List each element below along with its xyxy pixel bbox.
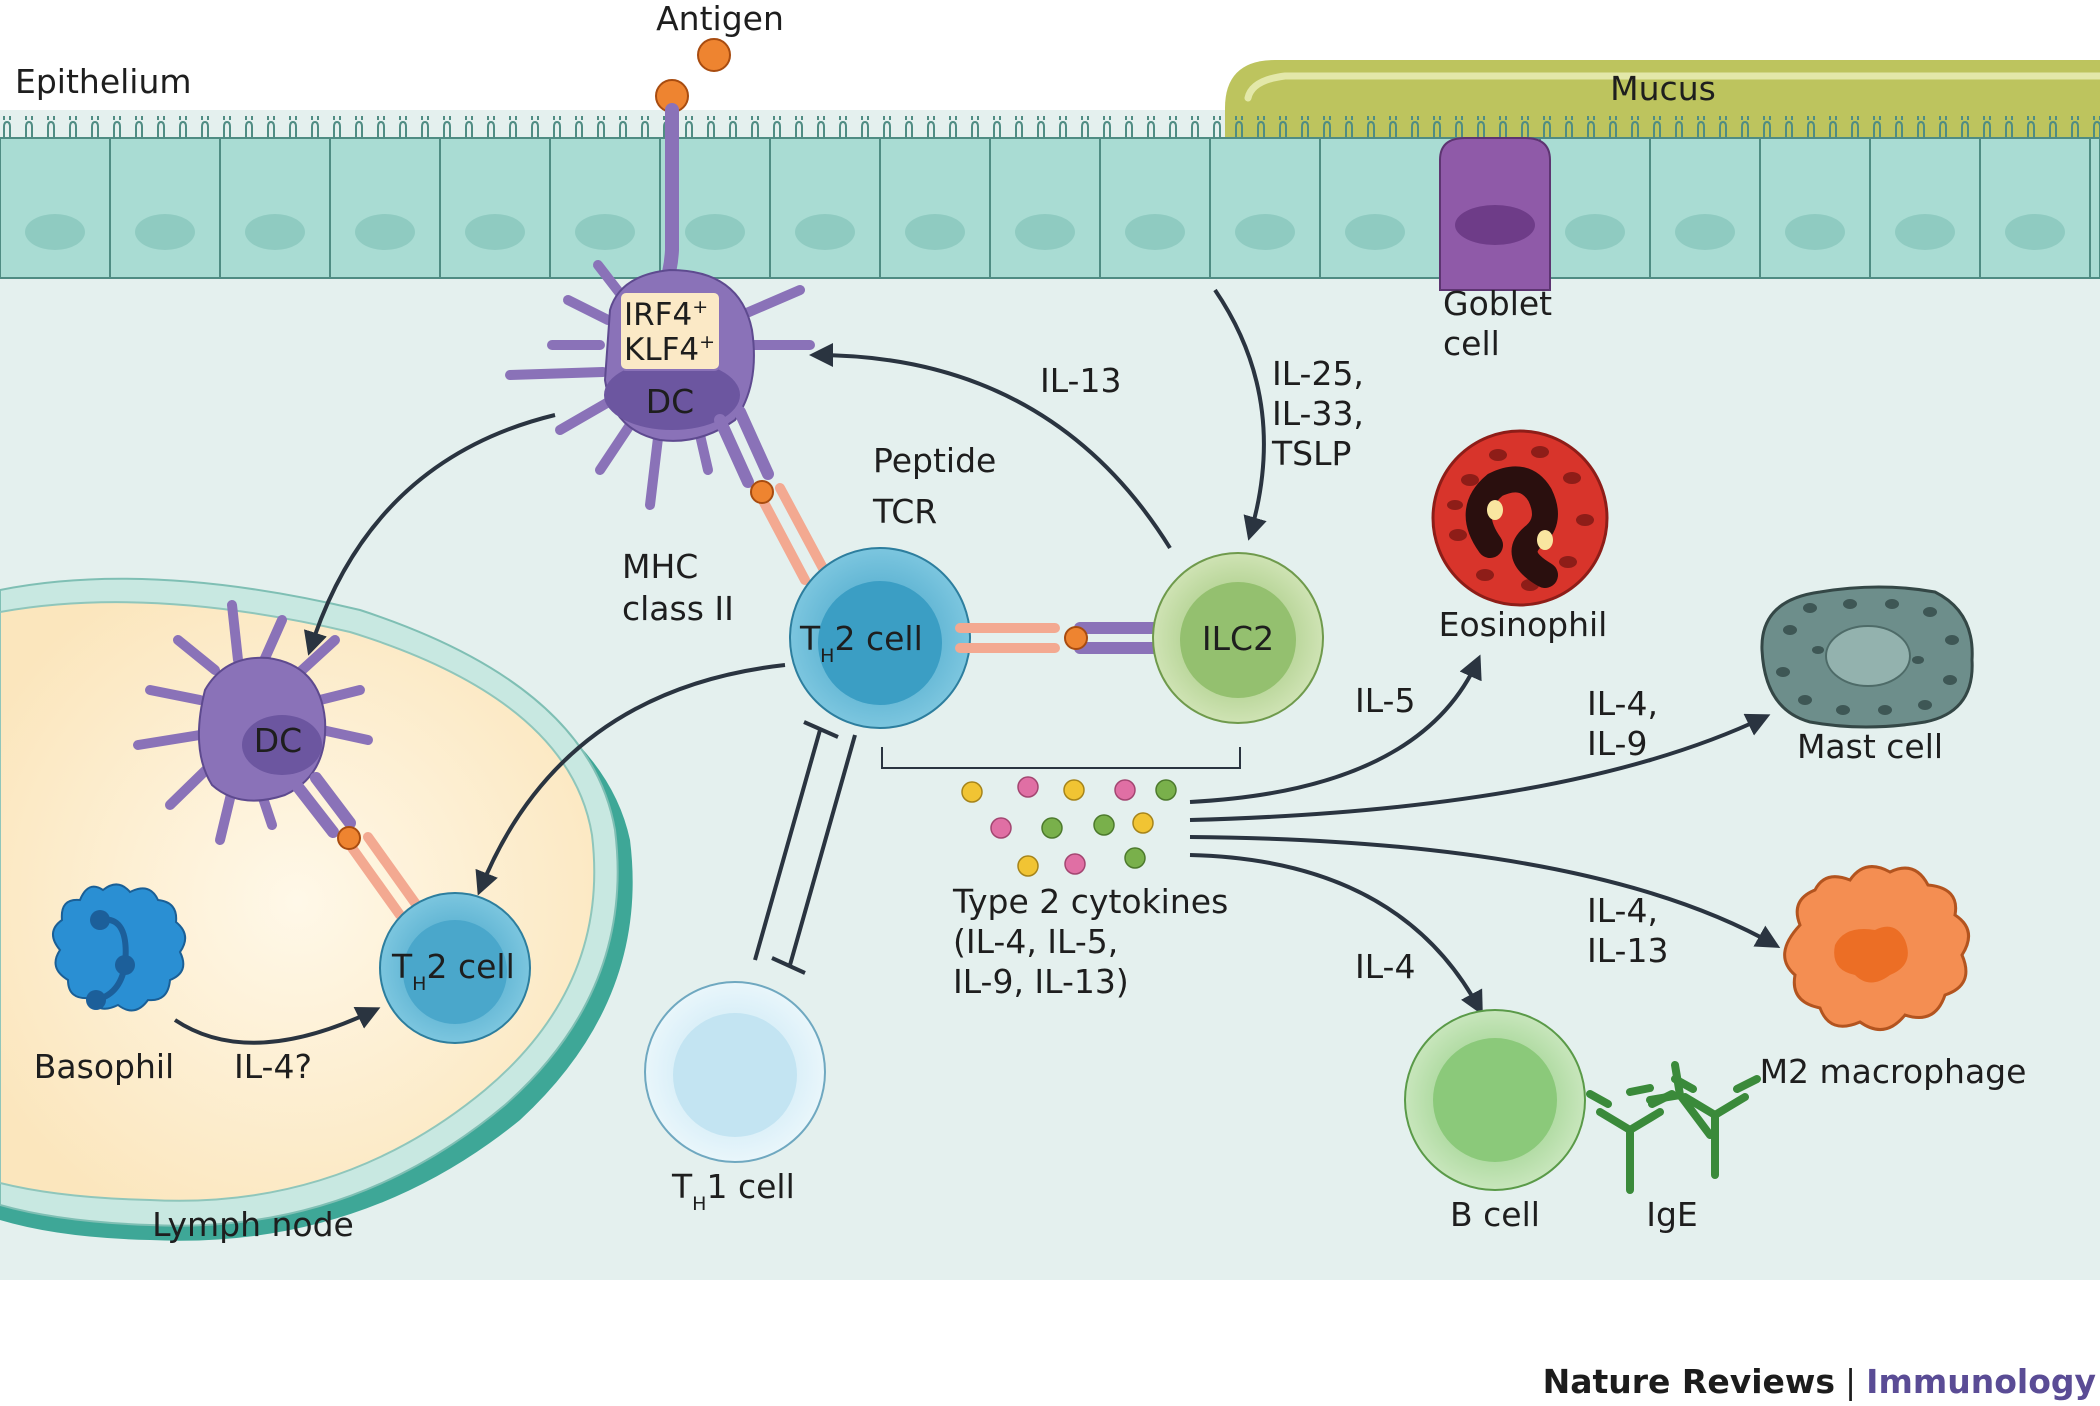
epithelial-nucleus bbox=[1785, 214, 1845, 250]
m2-macrophage-label: M2 macrophage bbox=[1760, 1052, 2027, 1091]
lymph-node-label: Lymph node bbox=[152, 1205, 354, 1244]
th1-label: TH1 cell bbox=[671, 1167, 795, 1215]
epithelial-cytokine-2: IL-33, bbox=[1272, 394, 1364, 433]
mhc-tcr-complex-top bbox=[714, 406, 830, 585]
dc-top-label: DC bbox=[646, 382, 694, 421]
goblet-cell-label-2: cell bbox=[1443, 324, 1500, 363]
type2-label-3: IL-9, IL-13) bbox=[953, 962, 1129, 1001]
epithelial-nucleus bbox=[1235, 214, 1295, 250]
th2-top-label: TH2 cell bbox=[799, 619, 923, 667]
goblet-cell bbox=[1439, 137, 1551, 291]
il4-bcell-label: IL-4 bbox=[1355, 947, 1415, 986]
dc-marker-klf4: KLF4+ bbox=[624, 331, 715, 368]
arrow-ilc2-il13-to-dc bbox=[809, 343, 1172, 550]
mast-cytokine-2: IL-9 bbox=[1587, 724, 1647, 763]
arrow-th2-to-lymph-node-th2 bbox=[475, 663, 786, 896]
mucus-label: Mucus bbox=[1610, 69, 1716, 108]
epithelial-nucleus bbox=[1345, 214, 1405, 250]
antigen bbox=[655, 38, 731, 113]
epithelial-nucleus bbox=[465, 214, 525, 250]
epithelium-label: Epithelium bbox=[15, 62, 192, 101]
macro-cytokine-2: IL-13 bbox=[1587, 931, 1668, 970]
ige-label: IgE bbox=[1646, 1195, 1698, 1234]
arrow-epithelium-to-ilc2 bbox=[1213, 288, 1267, 541]
th2-cell-top bbox=[789, 547, 971, 729]
basophil-label: Basophil bbox=[34, 1047, 174, 1086]
dendritic-cell-lymph-node bbox=[133, 600, 373, 845]
dc-marker-irf4: IRF4+ bbox=[624, 296, 708, 333]
arrow-cytokines-to-eosinophil bbox=[1189, 654, 1482, 804]
epithelial-nucleus bbox=[575, 214, 635, 250]
goblet-cell-label-1: Goblet bbox=[1443, 284, 1552, 323]
labels: Antigen Epithelium Mucus Goblet cell IRF… bbox=[15, 0, 2026, 1244]
mast-cell-label: Mast cell bbox=[1797, 727, 1943, 766]
basophil bbox=[52, 883, 187, 1012]
il5-label: IL-5 bbox=[1355, 681, 1415, 720]
th1-cell bbox=[644, 981, 826, 1163]
epithelial-nucleus bbox=[1125, 214, 1185, 250]
peptide-molecule bbox=[750, 480, 774, 504]
epithelial-nucleus bbox=[245, 214, 305, 250]
inhibition-bars bbox=[753, 720, 857, 975]
il4-basophil-label: IL-4? bbox=[234, 1047, 312, 1086]
eosinophil bbox=[1431, 429, 1609, 607]
macro-cytokine-1: IL-4, bbox=[1587, 891, 1658, 930]
eosinophil-label: Eosinophil bbox=[1439, 605, 1608, 644]
type2-label-1: Type 2 cytokines bbox=[952, 882, 1228, 921]
epithelial-nucleus bbox=[905, 214, 965, 250]
dc-lymph-label: DC bbox=[254, 721, 302, 760]
antigen-label: Antigen bbox=[656, 0, 784, 38]
arrow-cytokines-to-macrophage bbox=[1189, 835, 1781, 948]
journal-credit: Nature Reviews|Immunology bbox=[1543, 1362, 2096, 1401]
m2-macrophage bbox=[1783, 865, 1971, 1031]
epithelial-cytokine-3: TSLP bbox=[1271, 434, 1351, 473]
arrows bbox=[173, 288, 1781, 1045]
mhc-tcr-complex-lymph-node bbox=[292, 772, 423, 920]
epithelial-cytokine-1: IL-25, bbox=[1272, 354, 1364, 393]
arrow-dc-to-lymph-node bbox=[303, 413, 556, 656]
arrow-basophil-to-th2 bbox=[173, 1006, 381, 1045]
epithelial-nucleus bbox=[135, 214, 195, 250]
type2-cytokine-dots bbox=[961, 776, 1177, 877]
cytokine-source-bracket bbox=[881, 747, 1241, 769]
dc-marker-box bbox=[619, 291, 721, 371]
mhc-label-2: class II bbox=[622, 589, 734, 628]
peptide-label: Peptide bbox=[873, 441, 996, 480]
mast-cytokine-1: IL-4, bbox=[1587, 684, 1658, 723]
svg-text:Nature Reviews|Immunology: Nature Reviews|Immunology bbox=[1543, 1362, 2096, 1401]
ilc2-cell bbox=[1152, 552, 1324, 724]
epithelial-nucleus bbox=[355, 214, 415, 250]
th2-ilc2-receptor-bridge bbox=[955, 622, 1171, 654]
th2-lymph-label: TH2 cell bbox=[391, 947, 515, 995]
type2-label-2: (IL-4, IL-5, bbox=[953, 922, 1118, 961]
arrow-cytokines-to-b-cell bbox=[1189, 853, 1483, 1016]
epithelial-nucleus bbox=[1895, 214, 1955, 250]
epithelial-nucleus bbox=[1675, 214, 1735, 250]
mhc-label-1: MHC bbox=[622, 547, 698, 586]
epithelial-nucleus bbox=[25, 214, 85, 250]
b-cell-label: B cell bbox=[1450, 1195, 1540, 1234]
arrow-cytokines-to-mast-cell bbox=[1189, 713, 1771, 822]
ilc2-label: ILC2 bbox=[1202, 619, 1274, 658]
epithelial-nucleus bbox=[1015, 214, 1075, 250]
th2-cell-lymph-node bbox=[379, 892, 531, 1044]
dendritic-cell-epithelial bbox=[505, 103, 815, 510]
epithelial-nucleus bbox=[1565, 214, 1625, 250]
tcr-label: TCR bbox=[872, 492, 937, 531]
il13-top-label: IL-13 bbox=[1040, 361, 1121, 400]
epithelial-nucleus bbox=[685, 214, 745, 250]
mast-cell bbox=[1760, 585, 1974, 729]
ige-antibodies bbox=[1586, 1061, 1761, 1194]
b-cell bbox=[1404, 1009, 1586, 1191]
epithelial-nucleus bbox=[2005, 214, 2065, 250]
epithelial-nucleus bbox=[795, 214, 855, 250]
epithelium bbox=[0, 116, 2100, 279]
